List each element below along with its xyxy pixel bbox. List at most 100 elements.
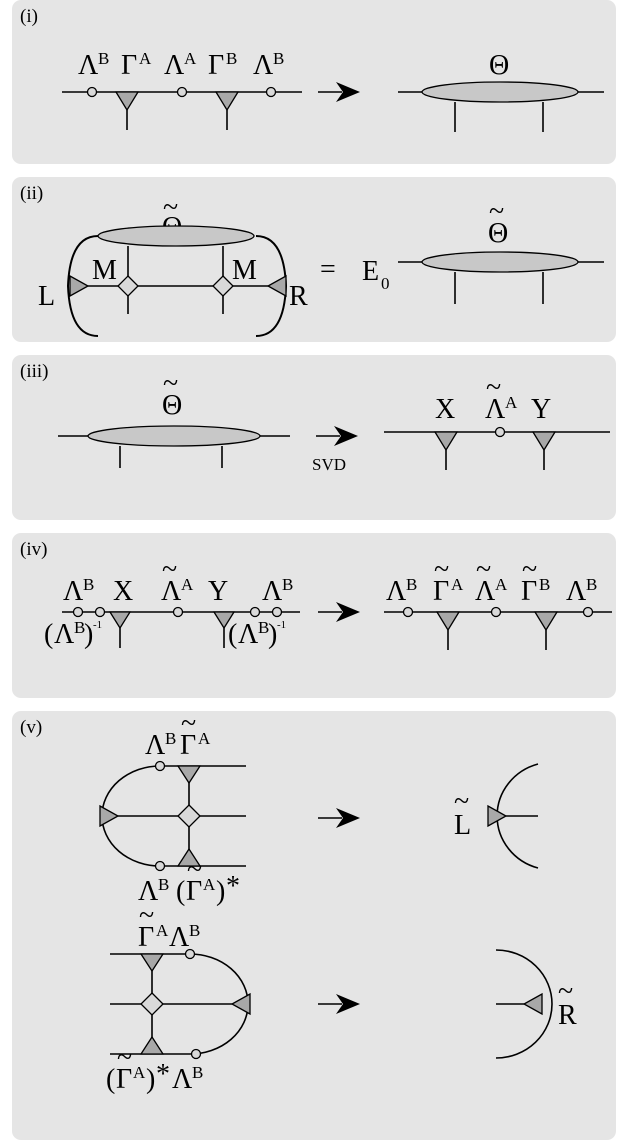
panel-label-ii: (ii) <box>20 183 44 204</box>
m-diamond <box>177 804 201 828</box>
sup-b: B <box>98 49 109 68</box>
sup-a: A <box>505 393 518 412</box>
lambda-inv-node <box>94 606 106 618</box>
l-tilde-triangle <box>487 804 508 828</box>
sup-b: B <box>539 575 550 594</box>
lambda-inv-node <box>249 606 261 618</box>
x-triangle <box>433 431 459 452</box>
label-lambda-tilde-a: Λ <box>475 576 496 607</box>
rparen: ) <box>216 876 225 907</box>
gamma-triangle <box>533 611 559 632</box>
equals-sign: = <box>320 254 336 285</box>
tilde: ~ <box>454 786 469 817</box>
lparen: ( <box>106 1064 115 1095</box>
label-x: X <box>113 576 133 607</box>
lambda-node <box>494 426 506 438</box>
sup-a: A <box>184 49 197 68</box>
tilde: ~ <box>187 854 202 885</box>
sup-a: A <box>203 875 216 894</box>
arrow-icon <box>318 602 360 622</box>
r-triangle <box>230 992 251 1016</box>
sup-a: A <box>181 575 194 594</box>
tilde: ~ <box>181 708 196 739</box>
theta-ellipse <box>421 81 579 103</box>
lparen: ( <box>176 876 185 907</box>
label-r: R <box>289 281 308 312</box>
tilde: ~ <box>476 554 491 585</box>
sup-b: B <box>226 49 237 68</box>
m-diamond <box>140 992 164 1016</box>
sup-a: A <box>451 575 464 594</box>
label-lambda-b-inv: Λ <box>54 619 75 650</box>
panel-label-iii: (iii) <box>20 361 49 382</box>
label-gamma-tilde-a: Γ <box>180 730 196 761</box>
sup-a: A <box>156 921 169 940</box>
panel-label-v: (v) <box>20 717 43 738</box>
label-gamma-a: Γ <box>121 50 137 81</box>
lambda-node <box>265 86 277 98</box>
rparen: ) <box>268 619 277 650</box>
label-y: Y <box>208 576 228 607</box>
tilde: ~ <box>489 196 504 227</box>
lparen: ( <box>44 619 53 650</box>
lparen: ( <box>228 619 237 650</box>
label-theta: Θ <box>489 50 509 81</box>
x-triangle <box>108 611 132 630</box>
lambda-node <box>582 606 594 618</box>
label-m: M <box>92 255 117 286</box>
sup-b: B <box>258 618 269 637</box>
panel-i-content: Λ B Γ A Λ A Γ B Λ B Θ <box>62 49 604 132</box>
label-lambda-b: Λ <box>145 730 166 761</box>
lambda-node <box>172 606 184 618</box>
sup-b: B <box>586 575 597 594</box>
lambda-node <box>402 606 414 618</box>
label-lambda-b: Λ <box>566 576 587 607</box>
gamma-triangle <box>435 611 461 632</box>
label-lambda-tilde-a: Λ <box>485 394 506 425</box>
tilde: ~ <box>486 372 501 403</box>
lambda-node <box>271 606 283 618</box>
label-lambda-b: Λ <box>63 576 84 607</box>
lambda-node <box>154 760 166 772</box>
arrow-icon <box>318 994 360 1014</box>
sup-a: A <box>495 575 508 594</box>
label-lambda-b-inv: Λ <box>238 619 259 650</box>
label-gamma-tilde-b: Γ <box>521 576 537 607</box>
rparen: ) <box>146 1064 155 1095</box>
lambda-node <box>184 948 196 960</box>
lambda-node <box>176 86 188 98</box>
tilde: ~ <box>522 554 537 585</box>
label-x: X <box>435 394 455 425</box>
gamma-conj-triangle <box>176 847 202 867</box>
label-l-tilde: L <box>454 810 471 841</box>
panel-label-iv: (iv) <box>20 539 48 560</box>
gamma-triangle <box>214 91 240 112</box>
label-lambda-a: Λ <box>164 50 185 81</box>
label-gamma-tilde-a-conj: Γ <box>116 1064 132 1095</box>
label-r-tilde: R <box>558 1000 577 1031</box>
r-triangle <box>266 274 287 298</box>
arrow-icon <box>318 82 360 102</box>
label-e: E <box>362 256 379 287</box>
sup-b: B <box>83 575 94 594</box>
tilde: ~ <box>163 192 178 223</box>
label-theta-tilde: Θ <box>162 390 182 421</box>
gamma-triangle <box>139 953 165 973</box>
sup-b: B <box>282 575 293 594</box>
theta-tilde-ellipse <box>97 225 255 247</box>
label-gamma-tilde-a: Γ <box>433 576 449 607</box>
lambda-node <box>490 606 502 618</box>
sup-b: B <box>74 618 85 637</box>
sup-b: B <box>406 575 417 594</box>
label-theta-tilde: Θ <box>488 218 508 249</box>
panel-v <box>12 711 616 1140</box>
sup-a: A <box>198 729 211 748</box>
panel-label-i: (i) <box>20 6 38 27</box>
label-lambda-b: Λ <box>386 576 407 607</box>
sup-a: A <box>139 49 152 68</box>
m-diamond <box>212 275 234 297</box>
label-lambda-b-1: Λ <box>78 50 99 81</box>
sup-b: B <box>158 875 169 894</box>
sup-inv: -1 <box>277 619 286 631</box>
theta-tilde-ellipse <box>87 425 261 447</box>
